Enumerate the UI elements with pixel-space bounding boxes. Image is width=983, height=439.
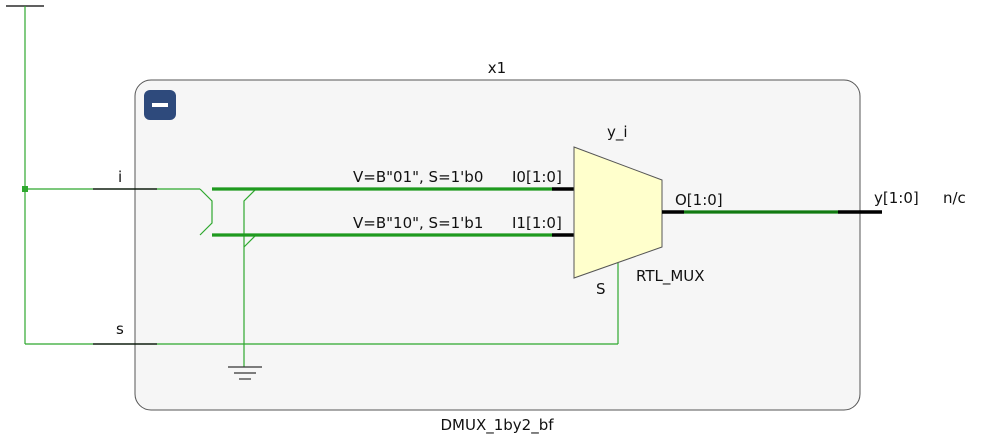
minus-icon [152,103,168,107]
port-label-s: s [116,320,124,338]
ground-icon [228,366,262,380]
pin-label-o: O[1:0] [675,191,723,209]
instance-box[interactable] [134,79,861,411]
i1-condition-label: V=B"10", S=1'b1 [353,214,483,232]
output-note: n/c [943,189,966,207]
instance-name: x1 [488,59,506,77]
top-input-stub [6,5,44,189]
pin-label-i0: I0[1:0] [512,168,562,186]
mux-cell-type: RTL_MUX [636,267,705,286]
mux-symbol[interactable] [573,146,663,279]
net-s[interactable] [24,189,619,345]
ground-net [243,188,257,367]
i0-condition-label: V=B"01", S=1'b0 [353,168,483,186]
port-label-y: y[1:0] [874,189,919,207]
collapse-button[interactable] [144,90,176,120]
port-label-i: i [118,168,122,186]
module-name: DMUX_1by2_bf [440,416,554,435]
mux-instance-name: y_i [607,123,628,142]
pin-label-i1: I1[1:0] [512,214,562,232]
pin-label-s: S [596,280,606,298]
